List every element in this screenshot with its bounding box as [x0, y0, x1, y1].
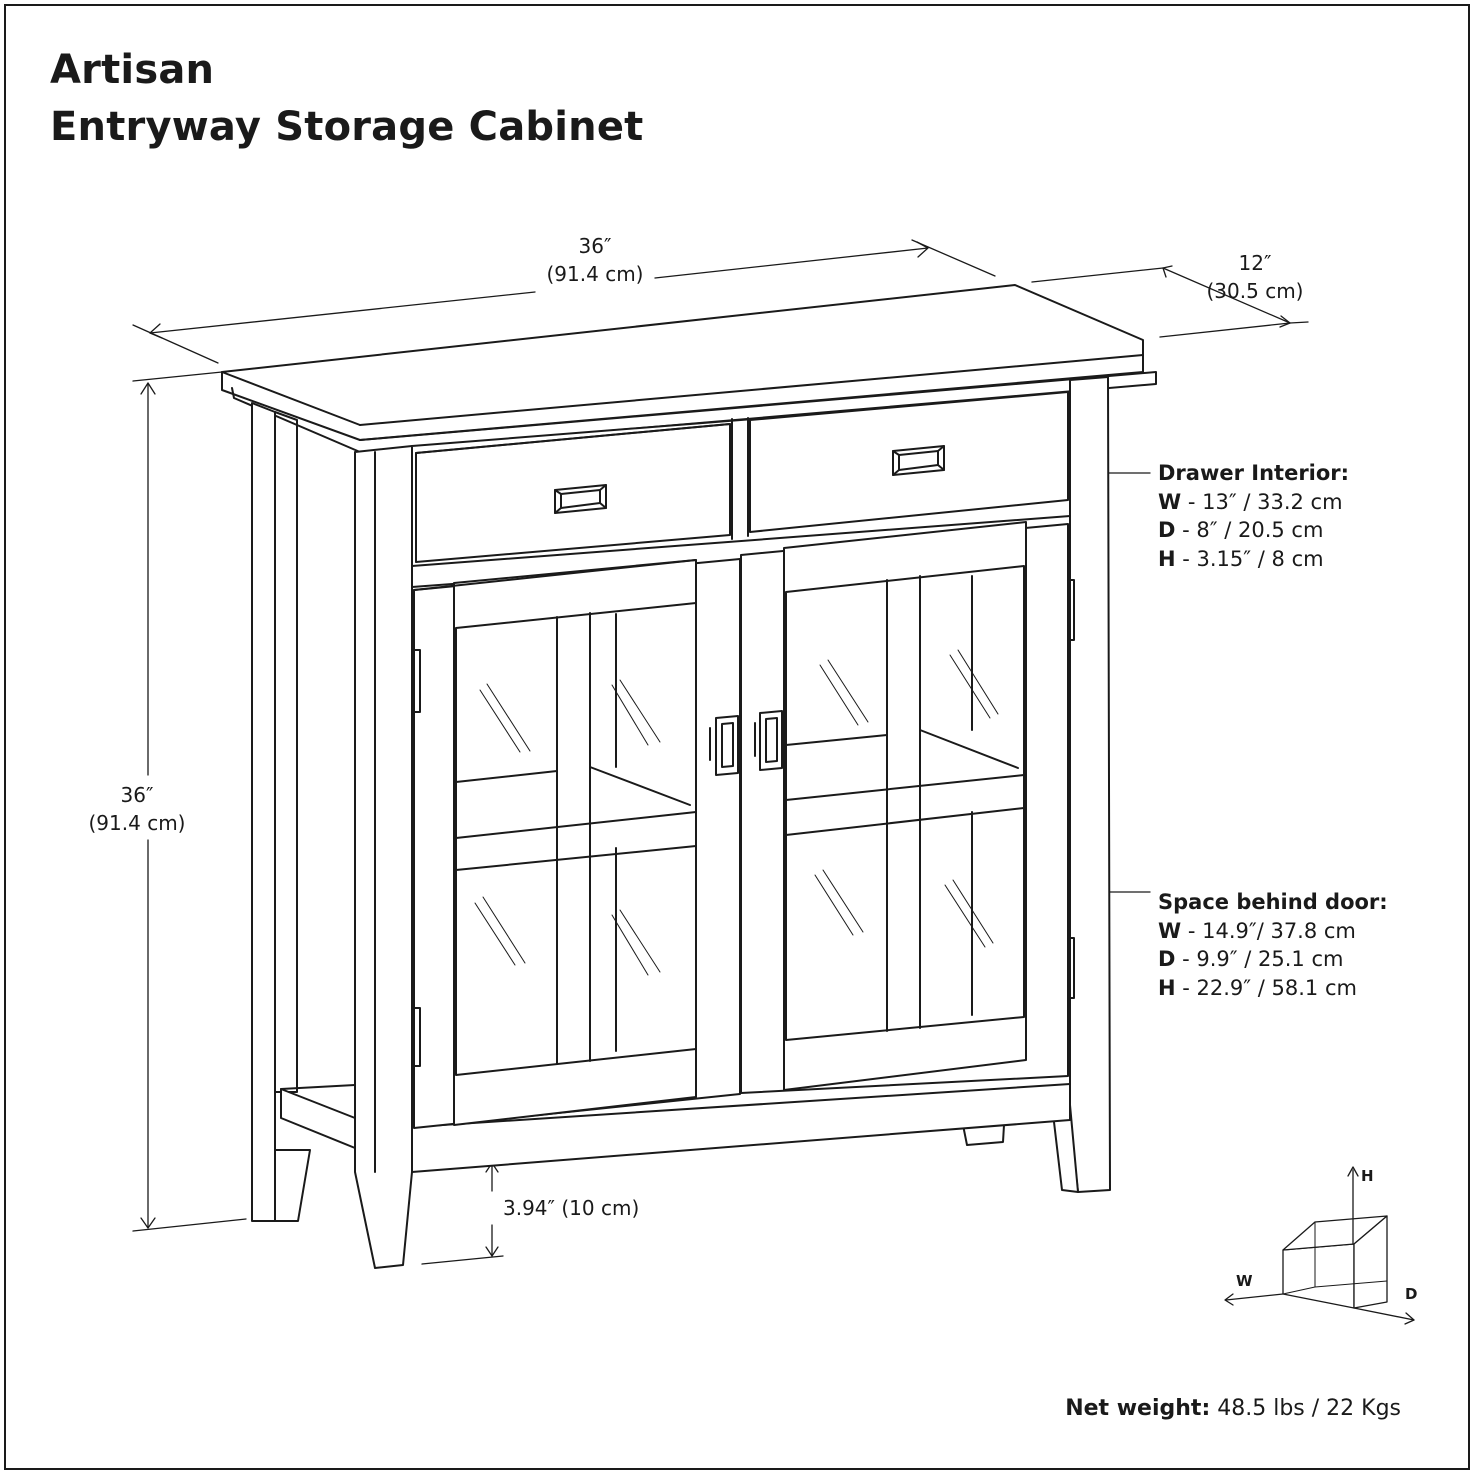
right-door-handle[interactable] [755, 711, 782, 770]
front-left-leg [355, 446, 412, 1268]
door-space-height-row: H - 22.9″ / 58.1 cm [1158, 974, 1388, 1003]
depth-dimension-label: 12″ (30.5 cm) [1196, 249, 1314, 305]
axis-label-w: W [1236, 1272, 1253, 1290]
axis-label-d: D [1405, 1285, 1418, 1303]
width-dimension-label: 36″ (91.4 cm) [536, 232, 654, 288]
door-space-width-row: W - 14.9″/ 37.8 cm [1158, 917, 1388, 946]
left-door-handle[interactable] [710, 716, 738, 775]
door-space-depth-key: D [1158, 947, 1176, 971]
height-dimension-label: 36″ (91.4 cm) [78, 781, 196, 837]
title-line-1: Artisan [50, 47, 215, 93]
right-drawer-pull[interactable] [893, 446, 944, 475]
product-title: Artisan Entryway Storage Cabinet [50, 42, 643, 156]
left-side [252, 403, 355, 1221]
right-post [960, 377, 1110, 1192]
title-line-2: Entryway Storage Cabinet [50, 104, 644, 150]
page-border [4, 4, 1470, 1470]
drawer-depth-value: - 8″ / 20.5 cm [1175, 518, 1324, 542]
axis-label-h: H [1361, 1167, 1374, 1185]
width-dimension-line [133, 240, 995, 363]
depth-cm: (30.5 cm) [1206, 279, 1304, 303]
drawer-width-row: W - 13″ / 33.2 cm [1158, 488, 1349, 517]
drawer-interior-heading: Drawer Interior: [1158, 461, 1350, 485]
drawer-depth-key: D [1158, 518, 1176, 542]
orientation-cube [1225, 1167, 1414, 1324]
width-cm: (91.4 cm) [546, 262, 644, 286]
drawer-height-row: H - 3.15″ / 8 cm [1158, 545, 1349, 574]
drawer-width-key: W [1158, 489, 1182, 514]
door-space-depth-value: - 9.9″ / 25.1 cm [1175, 947, 1344, 971]
clearance-dimension-label: 3.94″ (10 cm) [503, 1196, 640, 1220]
drawer-interior-spec: Drawer Interior: W - 13″ / 33.2 cm D - 8… [1158, 459, 1349, 573]
cabinet-top [222, 285, 1156, 452]
net-weight: Net weight: 48.5 lbs / 22 Kgs [1065, 1396, 1401, 1421]
drawer-height-key: H [1158, 546, 1176, 571]
left-door[interactable] [414, 559, 740, 1128]
net-weight-label: Net weight: [1065, 1396, 1211, 1421]
door-space-depth-row: D - 9.9″ / 25.1 cm [1158, 945, 1388, 974]
space-behind-door-spec: Space behind door: W - 14.9″/ 37.8 cm D … [1158, 888, 1388, 1002]
space-behind-door-heading: Space behind door: [1158, 890, 1388, 914]
height-cm: (91.4 cm) [88, 811, 186, 835]
door-space-height-value: - 22.9″ / 58.1 cm [1175, 975, 1357, 1000]
drawer-height-value: - 3.15″ / 8 cm [1175, 546, 1324, 571]
clearance-dimension-line [422, 1163, 503, 1264]
drawer-width-value: - 13″ / 33.2 cm [1181, 489, 1343, 514]
height-inches: 36″ [120, 783, 154, 807]
right-drawer[interactable] [750, 392, 1068, 532]
net-weight-value: 48.5 lbs / 22 Kgs [1210, 1396, 1401, 1421]
depth-inches: 12″ [1238, 251, 1272, 275]
door-space-width-key: W [1158, 918, 1182, 943]
door-space-width-value: - 14.9″/ 37.8 cm [1181, 918, 1356, 943]
left-drawer-pull[interactable] [555, 485, 606, 513]
right-door[interactable] [741, 522, 1074, 1093]
depth-dimension-line [1032, 266, 1308, 337]
height-dimension-line [133, 372, 246, 1231]
drawer-depth-row: D - 8″ / 20.5 cm [1158, 516, 1349, 545]
width-inches: 36″ [578, 234, 612, 258]
door-space-height-key: H [1158, 975, 1176, 1000]
